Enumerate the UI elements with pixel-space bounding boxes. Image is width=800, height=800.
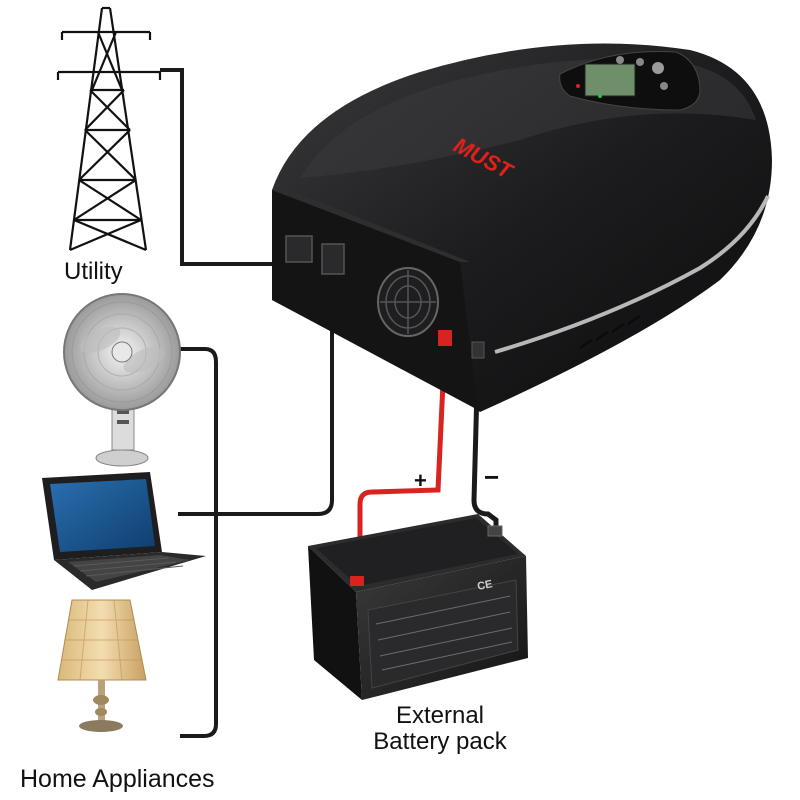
control-panel <box>559 51 701 111</box>
panel-button <box>616 56 624 64</box>
lcd-display <box>584 63 636 97</box>
status-led <box>576 84 580 88</box>
home-appliances-label: Home Appliances <box>20 765 215 793</box>
negative-battery-cable <box>471 351 499 532</box>
cooling-fan-grill <box>377 267 439 337</box>
battery-negative-terminal <box>487 525 503 537</box>
laptop-output-wire <box>178 282 334 516</box>
status-led <box>598 94 602 98</box>
fan-icon <box>63 293 181 467</box>
appliance-bus-wire <box>172 347 218 738</box>
utility-wire <box>160 68 300 266</box>
transmission-tower-icon <box>56 6 162 252</box>
positive-polarity-label: + <box>414 468 427 493</box>
power-button <box>652 62 664 74</box>
laptop-icon <box>42 472 206 590</box>
battery-positive-terminal <box>350 576 364 586</box>
positive-terminal <box>438 330 452 346</box>
negative-polarity-label: − <box>484 462 500 492</box>
ac-output-socket <box>321 243 345 275</box>
ce-mark: CE <box>476 578 493 593</box>
ac-input-socket <box>285 235 313 263</box>
inverter-icon: MUST <box>272 43 772 412</box>
lamp-icon <box>57 599 147 732</box>
panel-button <box>660 82 668 90</box>
panel-button <box>636 58 644 66</box>
positive-battery-cable <box>357 339 448 584</box>
external-battery-pack-label: External Battery pack <box>355 703 525 755</box>
battery-label-line2: Battery pack <box>373 728 507 755</box>
battery-label-line1: External <box>395 702 485 729</box>
battery-icon: CE <box>308 514 528 700</box>
utility-label: Utility <box>64 258 123 285</box>
negative-terminal <box>471 341 485 359</box>
